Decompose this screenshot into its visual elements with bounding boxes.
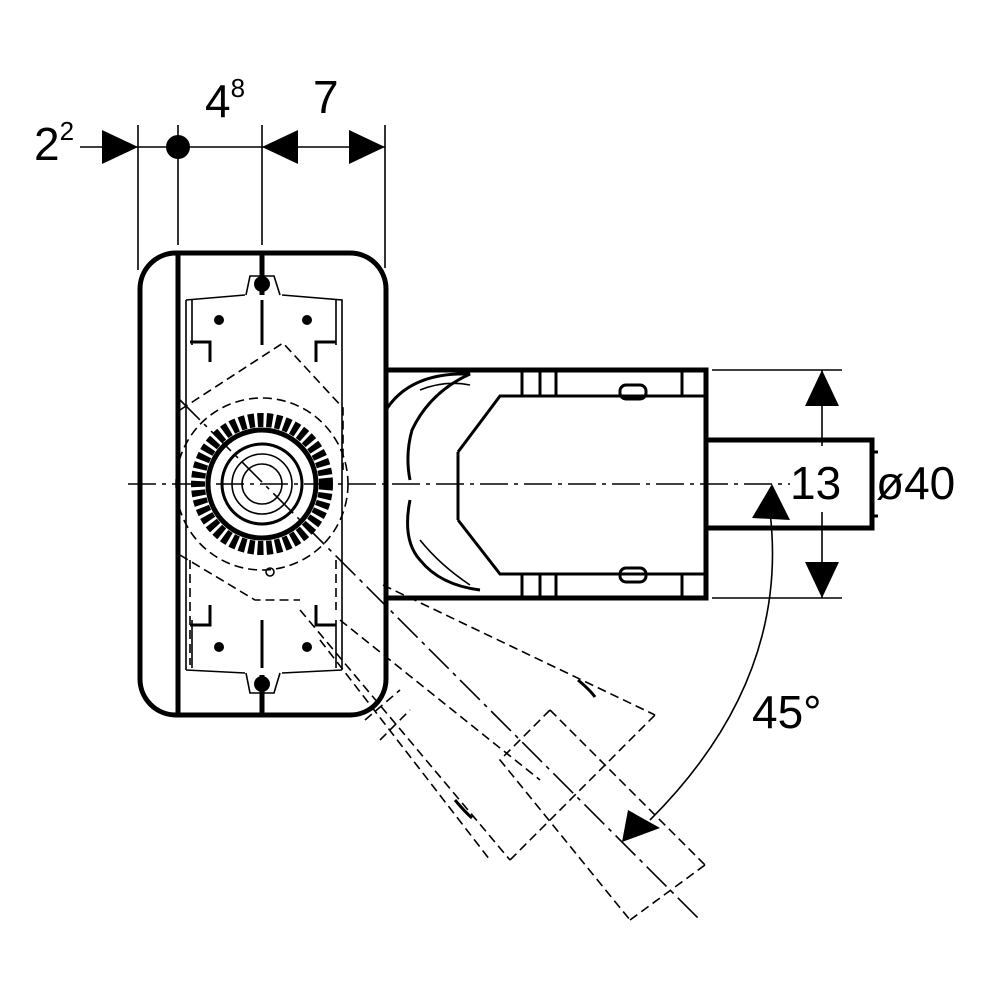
dim-label-offset-center: 48 — [205, 73, 245, 127]
elbow-bend-curves — [384, 372, 481, 592]
elbow-sleeve-lines — [520, 370, 684, 598]
dim-label-angle: 45° — [752, 686, 822, 738]
arrow-angle-bottom — [622, 810, 660, 842]
bottom-fixing-tab — [245, 672, 281, 694]
pipe-elbow-rotated — [299, 584, 706, 921]
angle-dimension-group: 45° — [622, 484, 822, 842]
right-dimension-group: 13 ø40 — [712, 369, 955, 599]
lower-clip — [618, 566, 648, 584]
hidden-walls — [189, 560, 337, 665]
rotated-sleeve-lines — [364, 689, 411, 741]
top-dimension-group: 22 48 7 — [34, 71, 386, 270]
lower-brackets — [190, 605, 336, 627]
dim-label-offset-left: 22 — [34, 116, 74, 170]
arrow-mid-out — [262, 130, 298, 164]
elbow-inner-contour — [456, 394, 706, 576]
arrow-height-top — [805, 370, 839, 406]
upper-clip — [618, 383, 648, 401]
rotated-clips — [453, 678, 597, 820]
top-fixing-hole — [254, 276, 270, 292]
arrow-right-in — [349, 130, 385, 164]
dim-label-diameter: ø40 — [876, 457, 955, 509]
arrow-left-in — [102, 130, 138, 164]
rotated-pipe-outline — [498, 709, 706, 921]
dim-label-width-right: 7 — [313, 71, 339, 123]
rotated-elbow-outline — [299, 584, 656, 861]
bottom-fixing-hole — [254, 676, 270, 692]
center-dot — [166, 135, 190, 159]
arrow-height-bottom — [805, 562, 839, 598]
rotated-elbow-inner — [319, 619, 541, 861]
angle-arc — [649, 511, 774, 821]
angled-center-line — [179, 399, 701, 921]
dim-label-height: 13 — [790, 457, 841, 509]
inner-frame-rails — [191, 300, 337, 668]
outlet-pipe-outline — [706, 437, 875, 531]
hidden-contours — [179, 341, 344, 601]
screw-holes — [214, 315, 312, 652]
elbow-bend-detail — [419, 382, 471, 586]
arrow-angle-top — [752, 484, 790, 520]
pipe-elbow-straight — [384, 367, 709, 601]
inner-frame — [185, 294, 343, 674]
pipe-outlet — [706, 437, 878, 531]
upper-brackets — [190, 340, 336, 362]
